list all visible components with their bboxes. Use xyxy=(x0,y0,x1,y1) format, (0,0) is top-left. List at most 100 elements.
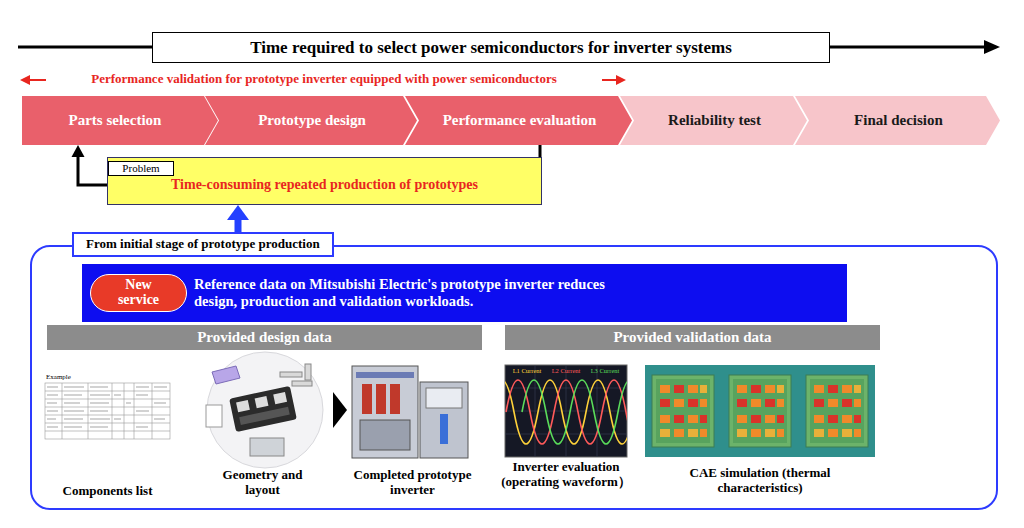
table-cell-marks-part xyxy=(90,386,108,387)
caption-label: Inverter evaluation (operating waveform） xyxy=(498,460,634,490)
oscilloscope-screen-part-part xyxy=(597,365,598,457)
caption-label: Components list xyxy=(50,484,165,499)
inverter-cabinet-part xyxy=(420,382,468,458)
node-text: New service xyxy=(104,278,174,307)
process-chevron: Parts selection xyxy=(22,96,218,145)
table-cell-marks-part xyxy=(136,410,149,411)
service-pill: New service xyxy=(90,274,187,312)
node-text: Reliability test xyxy=(668,112,761,129)
components-table-part xyxy=(112,383,113,439)
inverter-cabinet-part xyxy=(360,420,410,450)
components-table-part xyxy=(45,399,170,400)
node-text: From initial stage of prototype producti… xyxy=(72,232,334,257)
geometry-illustration-part xyxy=(207,352,323,468)
section-header: Provided validation data xyxy=(505,325,880,350)
inverter-cabinet-part xyxy=(356,372,414,378)
igbt-module-part xyxy=(239,407,290,425)
node-text: Time required to select power semiconduc… xyxy=(250,38,732,58)
table-cell-marks-part xyxy=(64,402,80,403)
chevron-fill xyxy=(22,96,218,145)
flow-triangle xyxy=(333,392,347,428)
process-chevron: Final decision xyxy=(795,96,1000,145)
span-arrow-part xyxy=(616,75,626,85)
table-cell-marks xyxy=(47,387,167,427)
table-cell-marks-part xyxy=(136,394,148,395)
geometry-illustration xyxy=(206,352,323,468)
oscilloscope-screen-part-part xyxy=(505,380,627,444)
caption-label: L2 Current xyxy=(547,367,585,374)
node-text: Provided design data xyxy=(197,329,332,346)
timeline-arrow-part xyxy=(984,40,1000,54)
oscilloscope-screen-part-part xyxy=(535,365,536,457)
node-text: Reference data on Mitsubishi Electric's … xyxy=(194,276,644,309)
oscilloscope-screen-part-part xyxy=(522,380,627,444)
table-cell-marks-part xyxy=(154,386,167,387)
node-text: Prototype design xyxy=(258,112,366,129)
service-banner: Reference data on Mitsubishi Electric's … xyxy=(82,264,847,322)
table-cell-marks-part xyxy=(64,394,82,395)
table-cell-marks-part xyxy=(154,402,166,403)
process-chevron: Performance evaluation xyxy=(405,96,632,145)
cae-thermal-map-part xyxy=(645,365,875,457)
chevron-fill xyxy=(620,96,807,145)
components-table-part xyxy=(124,383,125,439)
geometry-illustration-part xyxy=(206,405,222,427)
inverter-cabinet xyxy=(352,366,468,458)
table-cell-marks-part xyxy=(126,402,131,403)
connector xyxy=(227,205,249,232)
caption-label: Geometry and layout xyxy=(215,468,310,498)
busbars-part xyxy=(280,372,302,377)
caption-label: Performance validation for prototype inv… xyxy=(50,72,598,87)
geometry-illustration-part xyxy=(250,438,284,456)
inverter-cabinet-part xyxy=(362,384,372,414)
connector-line xyxy=(539,145,542,157)
table-cell-marks-part xyxy=(136,386,149,387)
igbt-module-part xyxy=(229,386,297,432)
components-table-part xyxy=(62,383,63,439)
node-text: Final decision xyxy=(854,112,943,129)
inverter-cabinet-part xyxy=(352,366,418,458)
node-text: Provided validation data xyxy=(613,329,771,346)
node-text: Performance evaluation xyxy=(443,112,597,129)
span-arrow-part xyxy=(20,75,30,85)
oscilloscope-screen-part xyxy=(505,380,627,444)
process-chevron: Prototype design xyxy=(205,96,417,145)
table-cell-marks-part xyxy=(90,410,108,411)
inverter-cabinet-part xyxy=(426,388,462,408)
igbt-module xyxy=(229,386,297,432)
components-table-part xyxy=(88,383,89,439)
components-table-part xyxy=(45,391,170,392)
inverter-cabinet-part xyxy=(440,414,448,444)
table-cell-marks-part xyxy=(64,386,84,387)
oscilloscope-screen-part-part xyxy=(506,380,627,444)
table-cell-marks-part xyxy=(114,418,121,419)
igbt-module-part xyxy=(236,400,250,412)
chevron-fill xyxy=(405,96,632,145)
connector-line xyxy=(235,219,242,232)
problem-box: Time-consuming repeated production of pr… xyxy=(107,157,542,205)
components-table-part xyxy=(45,431,170,432)
caption-label: CAE simulation (thermal characteristics) xyxy=(668,466,852,496)
table-cell-marks-part xyxy=(64,418,83,419)
node-text: Parts selection xyxy=(69,112,162,129)
arrow-head xyxy=(72,145,85,157)
inverter-cabinet-part xyxy=(390,384,400,414)
table-cell-marks-part xyxy=(90,402,109,403)
components-table xyxy=(45,383,170,439)
table-cell-marks-part xyxy=(47,386,58,387)
table-cell-marks-part xyxy=(154,418,165,419)
table-cell-marks-part xyxy=(90,426,108,427)
inverter-cabinet-part xyxy=(376,384,386,414)
connector-line xyxy=(78,156,107,185)
table-cell-marks-part xyxy=(47,410,58,411)
chevron-fill xyxy=(205,96,417,145)
span-arrow-part xyxy=(602,79,616,81)
table-cell-marks-part xyxy=(64,410,84,411)
process-chevron: Reliability test xyxy=(620,96,807,145)
oscilloscope-screen xyxy=(490,365,650,457)
components-table-part xyxy=(45,415,170,416)
busbars xyxy=(280,364,312,386)
components-table-part xyxy=(152,383,153,439)
problem-tag: Problem xyxy=(108,161,174,176)
